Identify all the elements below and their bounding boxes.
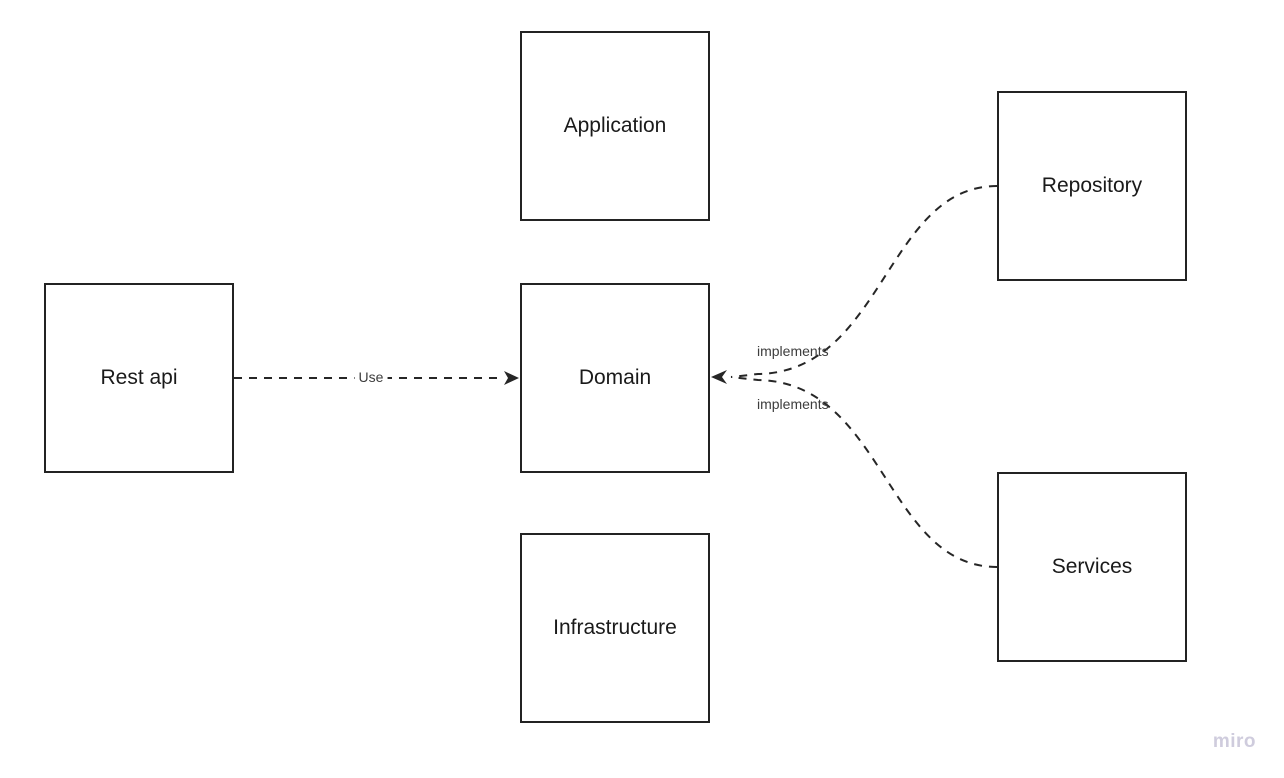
- repository-implements-label: implements: [757, 343, 829, 359]
- node-infrastructure[interactable]: Infrastructure: [520, 533, 710, 723]
- services-implements-label: implements: [757, 396, 829, 412]
- node-application-label: Application: [563, 114, 667, 137]
- services-implements-connector-line[interactable]: [730, 376, 998, 568]
- node-rest-api[interactable]: Rest api: [44, 283, 234, 473]
- implements-connector-arrowhead-icon: [711, 370, 727, 384]
- node-domain-label: Domain: [578, 366, 652, 389]
- miro-watermark: miro: [1212, 731, 1256, 752]
- node-rest-api-label: Rest api: [100, 366, 178, 389]
- node-repository-label: Repository: [1041, 174, 1143, 197]
- use-connector-arrowhead-icon: [504, 371, 519, 385]
- node-domain[interactable]: Domain: [520, 283, 710, 473]
- node-services-label: Services: [1051, 555, 1133, 578]
- node-repository[interactable]: Repository: [997, 91, 1187, 281]
- node-services[interactable]: Services: [997, 472, 1187, 662]
- node-application[interactable]: Application: [520, 31, 710, 221]
- node-infrastructure-label: Infrastructure: [553, 616, 677, 639]
- repository-implements-connector-line[interactable]: [730, 185, 998, 378]
- use-connector-label: Use: [354, 369, 388, 385]
